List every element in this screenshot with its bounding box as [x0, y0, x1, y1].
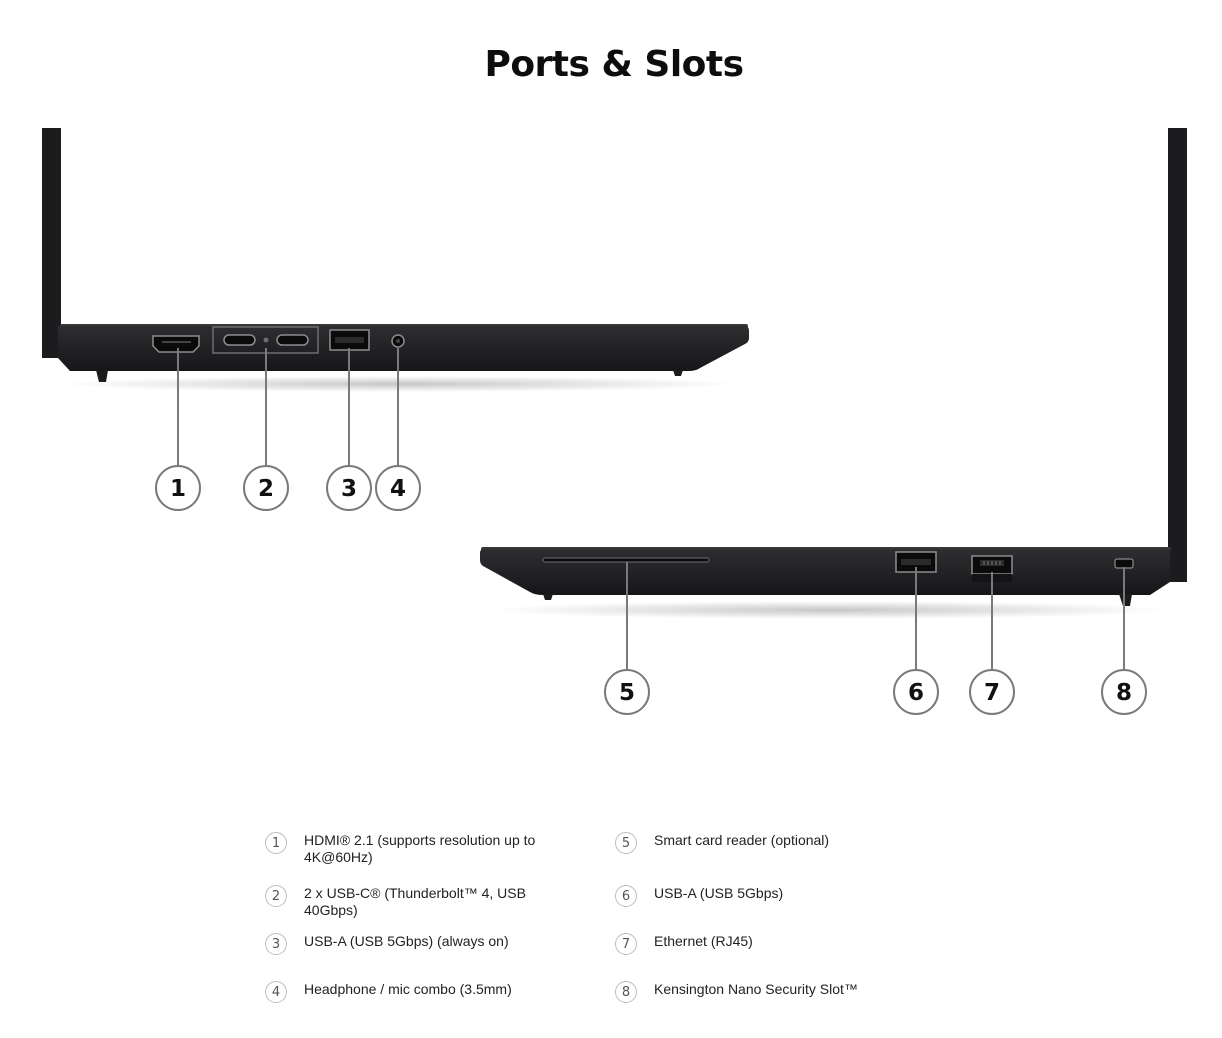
callout-number: 5: [619, 680, 635, 706]
laptop-right-lid: [1168, 128, 1187, 582]
laptop-right-body: [480, 549, 1170, 595]
callout-5: 5: [604, 669, 650, 715]
legend-item-smart-card: 5 Smart card reader (optional): [615, 832, 909, 854]
audio-jack: [391, 334, 405, 348]
legend-item-usb-a-always-on: 3 USB-A (USB 5Gbps) (always on): [265, 933, 559, 955]
legend-number-badge: 8: [615, 981, 637, 1003]
legend-number-badge: 3: [265, 933, 287, 955]
legend-label: USB-A (USB 5Gbps): [654, 885, 784, 901]
callout-number: 7: [984, 680, 1000, 706]
legend-item-kensington: 8 Kensington Nano Security Slot™: [615, 981, 909, 1003]
legend-label: USB-A (USB 5Gbps) (always on): [304, 933, 509, 949]
legend-number-badge: 4: [265, 981, 287, 1003]
laptop-left-lid: [42, 128, 61, 358]
legend-item-hdmi: 1 HDMI® 2.1 (supports resolution up to 4…: [265, 832, 559, 866]
laptop-right-side-view: [480, 128, 1187, 619]
callout-lines: [177, 348, 1125, 670]
legend-item-usb-a: 6 USB-A (USB 5Gbps): [615, 885, 909, 907]
callout-number: 8: [1116, 680, 1132, 706]
legend-label: Headphone / mic combo (3.5mm): [304, 981, 512, 997]
legend-number-badge: 1: [265, 832, 287, 854]
legend-number-badge: 5: [615, 832, 637, 854]
legend-item-ethernet: 7 Ethernet (RJ45): [615, 933, 909, 955]
usb-a-port-always-on: [329, 329, 370, 351]
legend-label: HDMI® 2.1 (supports resolution up to 4K@…: [304, 832, 536, 865]
legend-number-badge: 2: [265, 885, 287, 907]
callout-number: 4: [390, 476, 406, 502]
kensington-slot: [1114, 558, 1134, 569]
callout-number: 6: [908, 680, 924, 706]
callout-2: 2: [243, 465, 289, 511]
callout-number: 3: [341, 476, 357, 502]
callout-number: 1: [170, 476, 186, 502]
legend-label: Smart card reader (optional): [654, 832, 830, 848]
callout-8: 8: [1101, 669, 1147, 715]
callout-6: 6: [893, 669, 939, 715]
legend-label: 2 x USB-C® (Thunderbolt™ 4, USB 40Gbps): [304, 885, 526, 918]
legend-item-usb-c: 2 2 x USB-C® (Thunderbolt™ 4, USB 40Gbps…: [265, 885, 559, 919]
legend-number-badge: 7: [615, 933, 637, 955]
legend-label: Ethernet (RJ45): [654, 933, 753, 949]
legend-number-badge: 6: [615, 885, 637, 907]
callout-1: 1: [155, 465, 201, 511]
callout-number: 2: [258, 476, 274, 502]
callout-4: 4: [375, 465, 421, 511]
legend-item-headphone: 4 Headphone / mic combo (3.5mm): [265, 981, 559, 1003]
page-title: Ports & Slots: [484, 44, 744, 85]
hdmi-port: [152, 335, 200, 353]
legend-label: Kensington Nano Security Slot™: [654, 981, 858, 997]
laptop-left-side-view: [42, 128, 749, 392]
callout-3: 3: [326, 465, 372, 511]
smart-card-slot: [542, 557, 710, 563]
callout-7: 7: [969, 669, 1015, 715]
